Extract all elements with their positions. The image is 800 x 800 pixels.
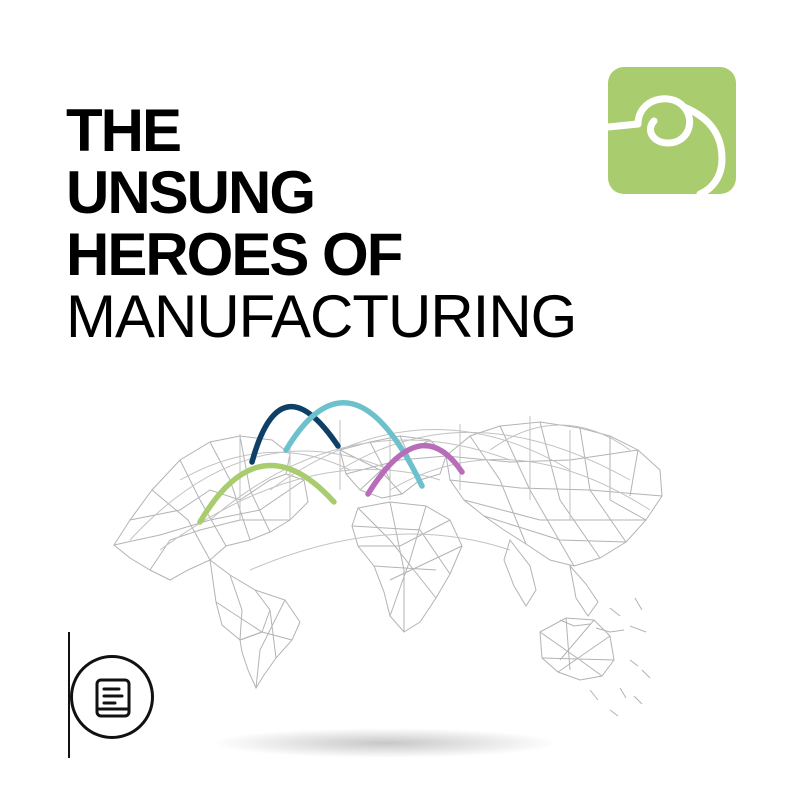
title-line-2: UNSUNG <box>66 159 316 226</box>
spiral-logo-icon <box>604 67 736 198</box>
arc-dark-blue <box>249 403 341 465</box>
arc-purple <box>365 443 465 497</box>
brand-logo <box>604 67 736 198</box>
title-line-1: THE <box>66 97 182 164</box>
title-line-4: MANUFACTURING <box>66 283 577 350</box>
map-connection-lines <box>129 416 651 571</box>
arc-green <box>197 462 337 525</box>
world-network-map <box>113 400 663 717</box>
vertical-divider <box>68 632 70 758</box>
page-title: THE UNSUNG HEROES OF MANUFACTURING <box>66 97 577 350</box>
highlight-arcs <box>197 400 465 525</box>
title-line-3: HEROES OF <box>66 221 403 288</box>
document-button[interactable] <box>70 655 154 739</box>
document-icon <box>95 678 131 718</box>
map-shadow <box>210 728 560 758</box>
